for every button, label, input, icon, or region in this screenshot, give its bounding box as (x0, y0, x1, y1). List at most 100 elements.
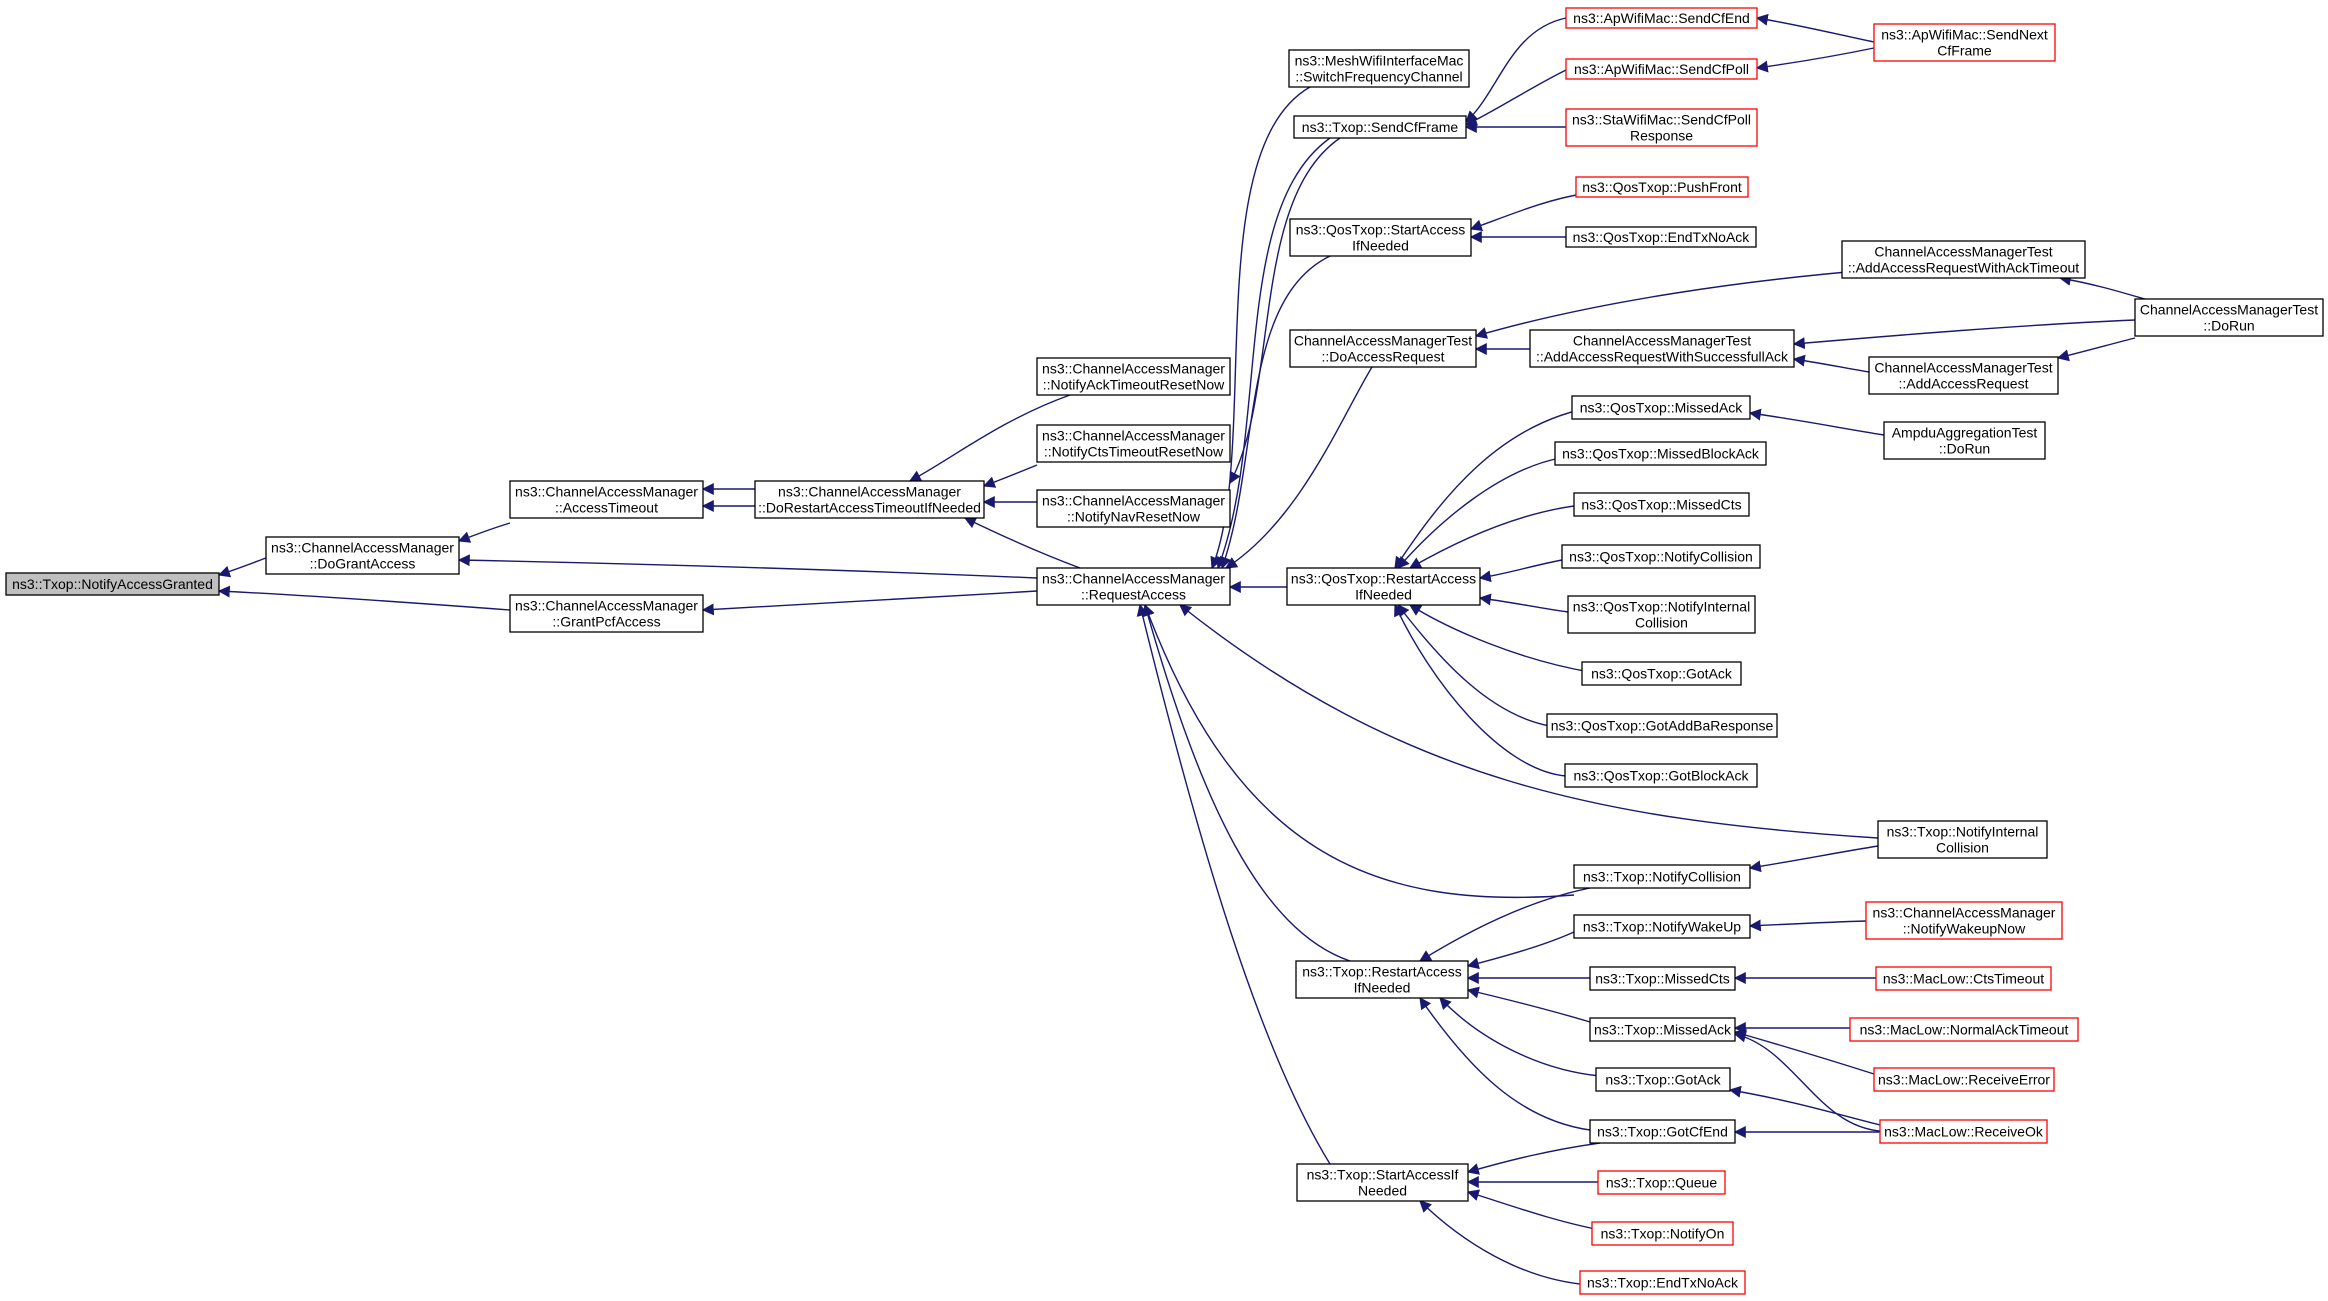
node-mesh-switch-frequency[interactable]: ns3::MeshWifiInterfaceMac::SwitchFrequen… (1288, 49, 1470, 88)
node-box (754, 480, 985, 519)
node-label: ns3::ChannelAccessManager (515, 598, 698, 614)
node-qostxop-missed-ack[interactable]: ns3::QosTxop::MissedAck (1571, 395, 1751, 420)
node-box (2134, 298, 2324, 337)
node-qostxop-notify-collision[interactable]: ns3::QosTxop::NotifyCollision (1561, 544, 1761, 569)
node-box (5, 572, 220, 596)
call-edge-do_restart_access_timeout-notify_cts_timeout_reset_now (982, 464, 1038, 488)
node-label: ns3::QosTxop::NotifyInternal (1573, 599, 1750, 615)
node-label: ::AddAccessRequestWithAckTimeout (1848, 260, 2079, 276)
call-edge-qostxop_restart_access-qostxop_notify_internal_collision (1478, 593, 1569, 613)
node-camtest-add-with-ack-timeout[interactable]: ChannelAccessManagerTest::AddAccessReque… (1841, 240, 2086, 279)
node-label: ns3::QosTxop::EndTxNoAck (1573, 229, 1751, 245)
node-maclow-receive-error[interactable]: ns3::MacLow::ReceiveError (1873, 1067, 2055, 1092)
node-notify-ack-timeout-reset-now[interactable]: ns3::ChannelAccessManager::NotifyAckTime… (1036, 357, 1231, 396)
call-edge-txop_got_ack-maclow_receive_ok (1728, 1085, 1881, 1126)
node-ampdu-test-do-run[interactable]: AmpduAggregationTest::DoRun (1883, 421, 2046, 460)
node-txop-queue[interactable]: ns3::Txop::Queue (1597, 1170, 1726, 1195)
node-do-grant-access[interactable]: ns3::ChannelAccessManager::DoGrantAccess (265, 536, 460, 575)
node-label: ChannelAccessManagerTest (2140, 302, 2318, 318)
node-label: ::RequestAccess (1081, 587, 1186, 603)
node-qostxop-got-add-ba-response[interactable]: ns3::QosTxop::GotAddBaResponse (1546, 713, 1778, 738)
node-apwifimac-send-cf-poll[interactable]: ns3::ApWifiMac::SendCfPoll (1565, 58, 1758, 80)
node-request-access[interactable]: ns3::ChannelAccessManager::RequestAccess (1036, 567, 1231, 606)
call-edge-txop_restart_access-txop_got_ack (1439, 997, 1601, 1077)
node-access-timeout[interactable]: ns3::ChannelAccessManager::AccessTimeout (509, 480, 704, 519)
call-edge-apwifimac_send_cf_end-apwifimac_send_next_cf_frame (1755, 13, 1875, 43)
node-camtest-do-access-request[interactable]: ChannelAccessManagerTest::DoAccessReques… (1289, 329, 1477, 368)
node-grant-pcf-access[interactable]: ns3::ChannelAccessManager::GrantPcfAcces… (509, 594, 704, 633)
node-qostxop-end-tx-no-ack[interactable]: ns3::QosTxop::EndTxNoAck (1565, 226, 1757, 248)
node-txop-notify-collision[interactable]: ns3::Txop::NotifyCollision (1573, 864, 1751, 889)
call-edge-qostxop_restart_access-qostxop_missed_block_ack (1397, 457, 1561, 569)
node-apwifimac-send-cf-end[interactable]: ns3::ApWifiMac::SendCfEnd (1565, 7, 1758, 29)
call-edge-qostxop_restart_access-qostxop_got_add_ba_response (1397, 604, 1551, 727)
node-box (1296, 1163, 1469, 1202)
node-label: ::AccessTimeout (555, 500, 658, 516)
node-box (1571, 395, 1751, 420)
node-camtest-do-run[interactable]: ChannelAccessManagerTest::DoRun (2134, 298, 2324, 337)
call-edge-do_restart_access_timeout-request_access (963, 517, 1081, 569)
node-box (1877, 820, 2048, 859)
node-camtest-add-with-successfull-ack[interactable]: ChannelAccessManagerTest::AddAccessReque… (1529, 329, 1795, 368)
node-box (1589, 966, 1736, 991)
node-box (1286, 567, 1481, 606)
node-label: ChannelAccessManagerTest (1874, 360, 2052, 376)
node-label: ns3::QosTxop::RestartAccess (1291, 571, 1476, 587)
call-edge-request_access-txop_notify_internal_collision (1179, 604, 1879, 839)
node-box (265, 536, 460, 575)
node-notify-access-granted[interactable]: ns3::Txop::NotifyAccessGranted (5, 572, 220, 596)
node-maclow-cts-timeout[interactable]: ns3::MacLow::CtsTimeout (1875, 966, 2052, 991)
node-notify-cts-timeout-reset-now[interactable]: ns3::ChannelAccessManager::NotifyCtsTime… (1036, 424, 1231, 463)
node-box (1573, 492, 1750, 517)
node-qostxop-push-front[interactable]: ns3::QosTxop::PushFront (1575, 176, 1749, 198)
node-txop-send-cf-frame[interactable]: ns3::Txop::SendCfFrame (1293, 115, 1467, 139)
node-label: ::DoRun (2203, 318, 2254, 334)
node-label: ns3::Txop::NotifyInternal (1887, 824, 2039, 840)
node-label: ns3::StaWifiMac::SendCfPoll (1572, 112, 1751, 128)
node-txop-end-tx-no-ack[interactable]: ns3::Txop::EndTxNoAck (1579, 1270, 1746, 1295)
node-txop-missed-ack[interactable]: ns3::Txop::MissedAck (1589, 1017, 1736, 1042)
node-box (1289, 218, 1472, 257)
call-edge-txop_send_cf_frame-apwifimac_send_cf_poll (1464, 69, 1567, 126)
node-qostxop-got-block-ack[interactable]: ns3::QosTxop::GotBlockAck (1564, 763, 1758, 788)
node-txop-notify-wake-up[interactable]: ns3::Txop::NotifyWakeUp (1573, 914, 1751, 939)
node-qostxop-missed-cts[interactable]: ns3::QosTxop::MissedCts (1573, 492, 1750, 517)
node-txop-got-ack[interactable]: ns3::Txop::GotAck (1595, 1067, 1731, 1092)
node-maclow-receive-ok[interactable]: ns3::MacLow::ReceiveOk (1879, 1119, 2048, 1144)
call-edge-txop_send_cf_frame-apwifimac_send_cf_end (1465, 17, 1567, 123)
node-camtest-add-access-request[interactable]: ChannelAccessManagerTest::AddAccessReque… (1868, 356, 2059, 395)
node-box (1565, 108, 1758, 147)
node-maclow-normal-ack-timeout[interactable]: ns3::MacLow::NormalAckTimeout (1849, 1017, 2079, 1042)
call-edge-txop_notify_wake_up-cam_notify_wakeup_now (1748, 919, 1867, 932)
call-edge-txop_restart_access-txop_notify_collision (1418, 887, 1591, 962)
call-edge-txop_notify_collision-txop_notify_internal_collision (1748, 845, 1879, 873)
node-txop-missed-cts[interactable]: ns3::Txop::MissedCts (1589, 966, 1736, 991)
node-txop-got-cf-end[interactable]: ns3::Txop::GotCfEnd (1589, 1119, 1736, 1144)
node-box (1875, 966, 2052, 991)
node-label: ns3::MacLow::CtsTimeout (1883, 971, 2044, 987)
node-qostxop-got-ack[interactable]: ns3::QosTxop::GotAck (1581, 661, 1742, 686)
node-box (1595, 1067, 1731, 1092)
call-edge-camtest_do_access_request-camtest_add_with_ack_timeout (1474, 269, 1871, 339)
node-notify-nav-reset-now[interactable]: ns3::ChannelAccessManager::NotifyNavRese… (1036, 489, 1231, 528)
node-cam-notify-wakeup-now[interactable]: ns3::ChannelAccessManager::NotifyWakeupN… (1865, 901, 2063, 940)
node-qostxop-missed-block-ack[interactable]: ns3::QosTxop::MissedBlockAck (1554, 441, 1767, 466)
node-box (1565, 7, 1758, 29)
node-label: Needed (1358, 1183, 1407, 1199)
node-label: ns3::QosTxop::StartAccess (1296, 222, 1466, 238)
node-label: ns3::Txop::NotifyCollision (1583, 869, 1741, 885)
node-do-restart-access-timeout[interactable]: ns3::ChannelAccessManager::DoRestartAcce… (754, 480, 985, 519)
node-box (1564, 763, 1758, 788)
node-label: ::NotifyAckTimeoutResetNow (1043, 377, 1225, 393)
node-label: ns3::Txop::NotifyOn (1601, 1226, 1725, 1242)
call-edge-txop_restart_access-txop_got_cf_end (1419, 997, 1591, 1131)
node-txop-notify-on[interactable]: ns3::Txop::NotifyOn (1591, 1221, 1734, 1246)
